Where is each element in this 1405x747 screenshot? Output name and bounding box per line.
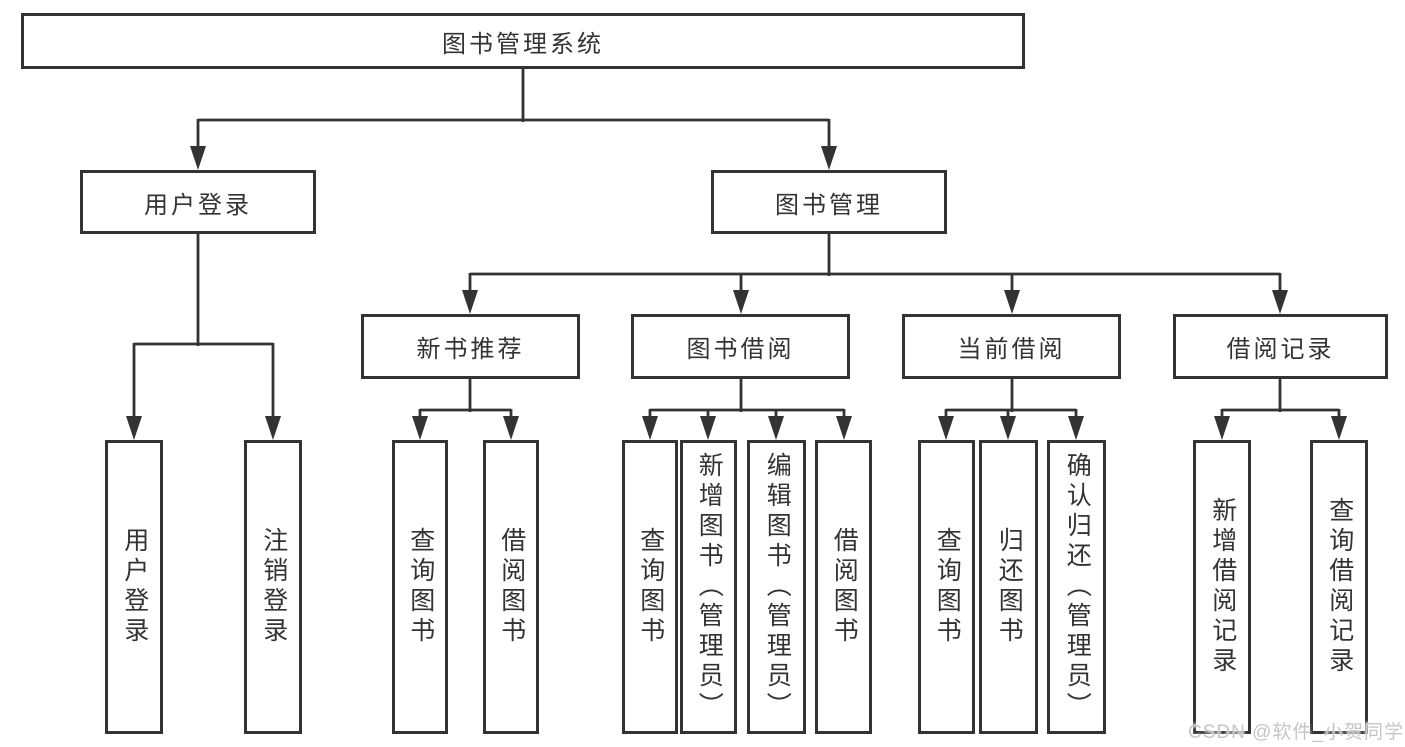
- arrowhead-icon: [1272, 290, 1288, 314]
- node-label: 查询图书: [933, 527, 962, 647]
- connector-bookmgmt-to-level3: [468, 234, 1282, 298]
- arrowhead-icon: [836, 416, 852, 440]
- arrowhead-icon: [190, 146, 206, 170]
- arrowhead-icon: [1000, 416, 1016, 440]
- node-return-book: 归还图书: [979, 440, 1038, 734]
- arrowhead-icon: [412, 416, 428, 440]
- node-user-login: 用户登录: [80, 170, 316, 234]
- arrowhead-icon: [700, 416, 716, 440]
- arrowhead-icon: [462, 290, 478, 314]
- node-current-borrowing: 当前借阅: [902, 314, 1121, 379]
- arrowhead-icon: [1331, 416, 1347, 440]
- node-add-book-admin: 新增图书（管理员）: [680, 440, 737, 734]
- node-user-login-action: 用户登录: [105, 440, 163, 734]
- connector-root-to-level2: [196, 68, 831, 156]
- node-label: 用户登录: [120, 527, 149, 647]
- arrowhead-icon: [1068, 416, 1084, 440]
- arrowhead-icon: [503, 416, 519, 440]
- arrowhead-icon: [642, 416, 658, 440]
- node-label: 归还图书: [995, 527, 1024, 647]
- csdn-watermark: CSDN @软件_小贺同学: [1188, 722, 1404, 743]
- node-query-books-current: 查询图书: [918, 440, 975, 734]
- connector-borrowmgmt-to-children: [648, 379, 846, 424]
- node-label: 查询图书: [406, 527, 435, 647]
- arrowhead-icon: [1004, 290, 1020, 314]
- node-query-books-recommend: 查询图书: [392, 440, 448, 734]
- node-label: 借阅图书: [497, 527, 526, 647]
- node-add-borrow-record: 新增借阅记录: [1193, 440, 1251, 734]
- node-label: 查询借阅记录: [1325, 497, 1354, 677]
- arrowhead-icon: [938, 416, 954, 440]
- node-borrowing-records: 借阅记录: [1173, 314, 1388, 379]
- arrowhead-icon: [733, 290, 749, 314]
- node-book-management: 图书管理: [711, 170, 947, 234]
- node-borrow-books: 借阅图书: [815, 440, 872, 734]
- node-logout: 注销登录: [244, 440, 302, 734]
- node-label: 新增图书（管理员）: [695, 452, 724, 722]
- connector-userlogin-to-children: [132, 234, 275, 424]
- node-book-borrowing: 图书借阅: [631, 314, 850, 379]
- node-label: 编辑图书（管理员）: [763, 452, 792, 722]
- arrowhead-icon: [768, 416, 784, 440]
- arrowhead-icon: [1214, 416, 1230, 440]
- arrowhead-icon: [821, 146, 837, 170]
- node-label: 新增借阅记录: [1208, 497, 1237, 677]
- arrowhead-icon: [265, 416, 281, 440]
- node-label: 确认归还（管理员）: [1063, 452, 1092, 722]
- node-query-books-borrowing: 查询图书: [622, 440, 678, 734]
- node-edit-book-admin: 编辑图书（管理员）: [747, 440, 806, 734]
- node-label: 注销登录: [259, 527, 288, 647]
- node-system-root: 图书管理系统: [21, 13, 1025, 69]
- node-label: 借阅图书: [830, 527, 859, 647]
- node-query-borrow-record: 查询借阅记录: [1310, 440, 1368, 734]
- node-new-book-recommend: 新书推荐: [361, 314, 580, 379]
- connector-newbook-to-children: [418, 379, 513, 424]
- connector-borrowrecord-to-children: [1220, 379, 1341, 424]
- node-confirm-return-admin: 确认归还（管理员）: [1047, 440, 1106, 734]
- node-label: 查询图书: [636, 527, 665, 647]
- arrowhead-icon: [126, 416, 142, 440]
- node-borrow-books-recommend: 借阅图书: [483, 440, 539, 734]
